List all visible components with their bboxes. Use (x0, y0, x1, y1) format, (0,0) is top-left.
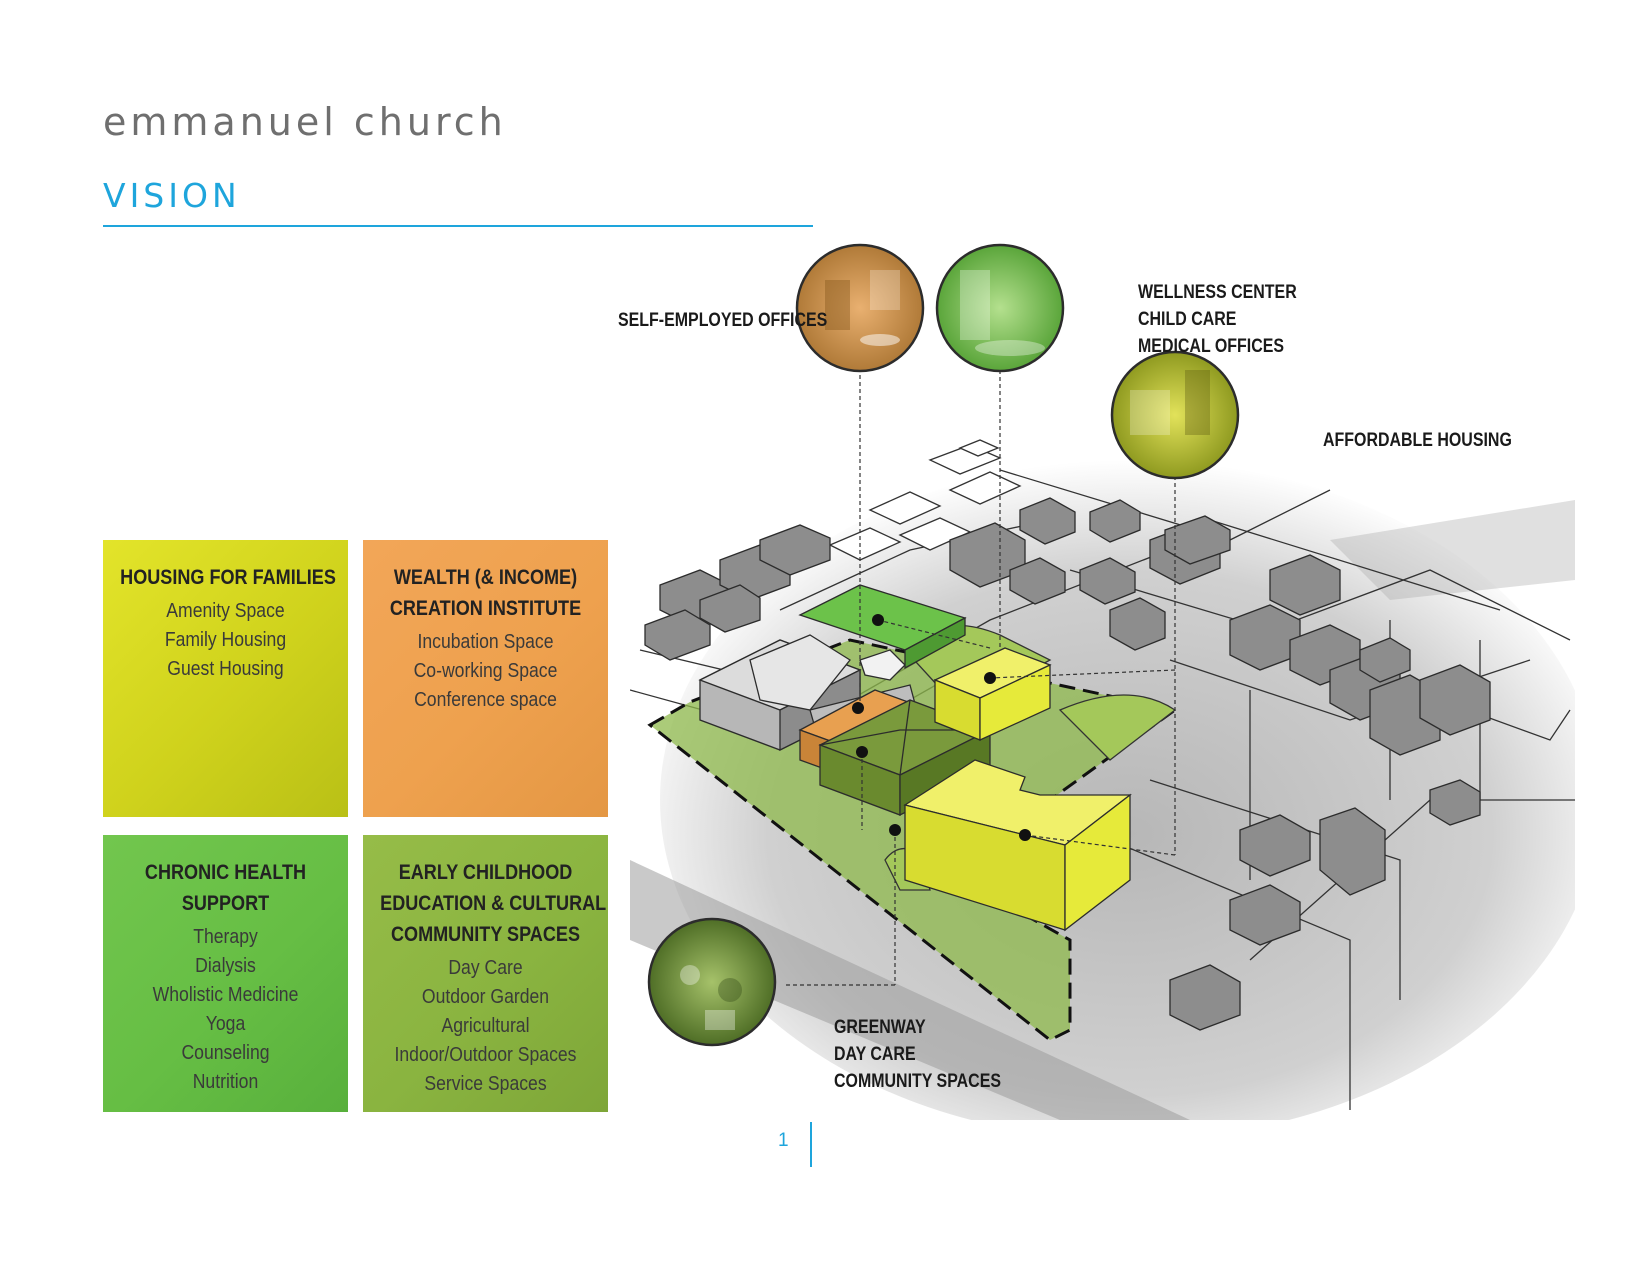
panel-childhood-item: Day Care (448, 957, 523, 979)
panel-childhood-title-line: EARLY CHILDHOOD (398, 861, 573, 884)
label-line: AFFORDABLE HOUSING (1323, 430, 1512, 451)
panel-health-item: Dialysis (195, 955, 256, 977)
panel-childhood-items: Day Care Outdoor Garden Agricultural Ind… (363, 954, 608, 1099)
panel-childhood-title: EARLY CHILDHOOD EDUCATION & CULTURAL COM… (380, 857, 607, 950)
panel-health-item: Wholistic Medicine (152, 984, 299, 1006)
panel-health-item: Nutrition (192, 1071, 259, 1093)
house (1079, 557, 1136, 605)
road-band (1330, 500, 1575, 600)
panel-wealth-title-line: CREATION INSTITUTE (389, 597, 582, 620)
house (1019, 497, 1076, 545)
photo-circle-greenway (647, 917, 777, 1047)
label-line: CHILD CARE (1138, 309, 1237, 330)
panel-wealth-creation: WEALTH (& INCOME) CREATION INSTITUTE Inc… (363, 540, 608, 817)
panel-housing-items: Amenity Space Family Housing Guest Housi… (103, 597, 348, 684)
panel-health-bg (103, 835, 348, 1112)
section-heading: VISION (103, 176, 241, 215)
panel-housing-item: Guest Housing (167, 658, 284, 680)
photo-circle-housing (1110, 350, 1240, 480)
house (1239, 814, 1311, 877)
house (1419, 664, 1491, 736)
panel-childhood-item: Service Spaces (424, 1073, 547, 1095)
node-dots (852, 614, 1031, 841)
page-number-divider (810, 1122, 812, 1167)
house (1269, 554, 1341, 616)
empty-lot-outlines (828, 439, 1022, 561)
house (1164, 515, 1231, 565)
page-number: 1 (778, 1130, 789, 1151)
panel-chronic-health: CHRONIC HEALTH SUPPORT Therapy Dialysis … (103, 835, 348, 1112)
photo-circle-wellness (935, 243, 1065, 373)
panel-wealth-bg (363, 540, 608, 817)
label-affordable-housing: AFFORDABLE HOUSING (1323, 427, 1512, 454)
panel-wealth-items: Incubation Space Co-working Space Confer… (363, 628, 608, 715)
panel-health-item: Therapy (193, 926, 258, 948)
house (759, 524, 831, 576)
label-line: MEDICAL OFFICES (1138, 336, 1285, 357)
panel-childhood-title-line: COMMUNITY SPACES (391, 923, 580, 946)
label-self-employed-offices: SELF-EMPLOYED OFFICES (618, 307, 827, 334)
panel-health-item: Yoga (205, 1013, 246, 1035)
panel-wealth-title-line: WEALTH (& INCOME) (393, 566, 578, 589)
panel-wealth-item: Conference space (414, 689, 557, 711)
panel-childhood-item: Indoor/Outdoor Spaces (394, 1044, 577, 1066)
panel-childhood-title-line: EDUCATION & CULTURAL (380, 892, 607, 915)
panel-housing-title: HOUSING FOR FAMILIES (120, 562, 336, 593)
photo-circle-offices (795, 243, 925, 373)
panel-wealth-title: WEALTH (& INCOME) CREATION INSTITUTE (380, 562, 591, 624)
label-line: GREENWAY (834, 1017, 926, 1038)
panel-housing-bg (103, 540, 348, 817)
panel-early-childhood: EARLY CHILDHOOD EDUCATION & CULTURAL COM… (363, 835, 608, 1112)
house (1109, 597, 1166, 651)
panel-housing-title-line: HOUSING FOR FAMILIES (120, 566, 336, 589)
house (1169, 964, 1241, 1031)
panel-health-title: CHRONIC HEALTH SUPPORT (120, 857, 331, 919)
house (644, 609, 711, 661)
panel-childhood-item: Outdoor Garden (421, 986, 550, 1008)
panel-health-items: Therapy Dialysis Wholistic Medicine Yoga… (103, 923, 348, 1097)
label-line: WELLNESS CENTER (1138, 282, 1297, 303)
panel-housing-item: Family Housing (164, 629, 287, 651)
label-line: DAY CARE (834, 1044, 916, 1065)
panel-health-title-line: CHRONIC HEALTH (144, 861, 307, 884)
house (1359, 637, 1411, 683)
panel-housing-item: Amenity Space (166, 600, 285, 622)
panel-health-title-line: SUPPORT (181, 892, 270, 915)
label-line: SELF-EMPLOYED OFFICES (618, 310, 828, 331)
site-axonometric-diagram (630, 243, 1575, 1120)
panel-housing-for-families: HOUSING FOR FAMILIES Amenity Space Famil… (103, 540, 348, 817)
house (1429, 779, 1481, 826)
panel-health-item: Counseling (181, 1042, 270, 1064)
document-title: emmanuel church (103, 100, 507, 144)
leader-lines (785, 370, 1176, 986)
label-greenway: GREENWAY DAY CARE COMMUNITY SPACES (834, 1014, 1001, 1095)
label-wellness-center: WELLNESS CENTER CHILD CARE MEDICAL OFFIC… (1138, 279, 1297, 360)
label-line: COMMUNITY SPACES (834, 1071, 1002, 1092)
house (1229, 884, 1301, 946)
panel-wealth-item: Co-working Space (413, 660, 558, 682)
road-band (630, 860, 1190, 1120)
house (1009, 557, 1066, 605)
house (699, 584, 761, 633)
panel-childhood-bg (363, 835, 608, 1112)
house (1319, 807, 1386, 896)
heading-rule (103, 225, 813, 227)
panel-wealth-item: Incubation Space (417, 631, 554, 653)
house (1089, 499, 1141, 543)
panel-childhood-item: Agricultural (441, 1015, 530, 1037)
neighbor-houses (644, 497, 1491, 1031)
